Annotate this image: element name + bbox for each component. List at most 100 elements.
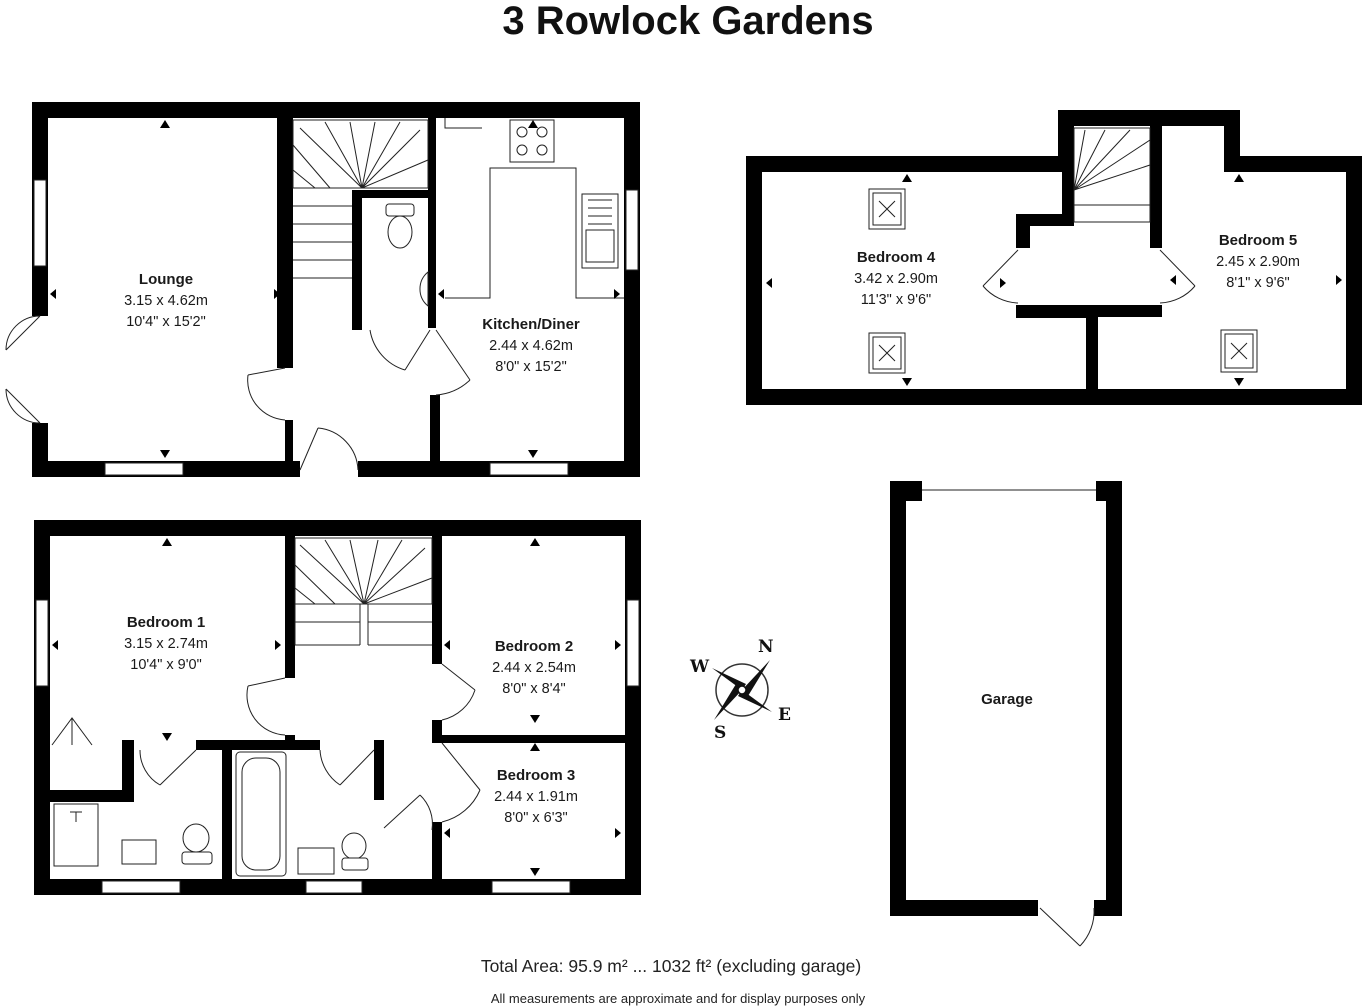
- bedroom4-metric: 3.42 x 2.90m: [854, 271, 938, 287]
- door: [1159, 249, 1196, 304]
- wall: [890, 481, 906, 916]
- window: [625, 189, 639, 271]
- compass: N E S W: [689, 637, 791, 743]
- lounge-imperial: 10'4" x 15'2": [126, 314, 206, 330]
- wall: [352, 190, 362, 330]
- basin: [297, 847, 335, 875]
- wall: [890, 481, 922, 501]
- bedroom3-metric: 2.44 x 1.91m: [494, 789, 578, 805]
- wall: [432, 536, 442, 664]
- window: [491, 880, 571, 894]
- wall: [32, 102, 640, 118]
- wall: [122, 740, 134, 802]
- staircase: [294, 537, 433, 646]
- bedroom2-metric: 2.44 x 2.54m: [492, 660, 576, 676]
- compass-needle-north: [742, 660, 770, 696]
- outer-walls: [746, 110, 1362, 405]
- door: [246, 677, 286, 736]
- lounge-metric: 3.15 x 4.62m: [124, 293, 208, 309]
- compass-needle-east: [738, 690, 772, 712]
- door: [441, 663, 476, 721]
- bedroom5-metric: 2.45 x 2.90m: [1216, 254, 1300, 270]
- window: [104, 462, 184, 476]
- wall: [285, 536, 295, 678]
- compass-n: N: [758, 637, 774, 657]
- wall: [432, 822, 442, 882]
- wall: [432, 720, 442, 740]
- bedroom5-imperial: 8'1" x 9'6": [1226, 275, 1289, 291]
- bedroom1-metric: 3.15 x 2.74m: [124, 636, 208, 652]
- window: [626, 599, 640, 687]
- door: [139, 749, 197, 786]
- kitchen-imperial: 8'0" x 15'2": [495, 359, 566, 375]
- window: [33, 179, 47, 267]
- skylight: [868, 332, 906, 374]
- ground-floor: Lounge 3.15 x 4.62m 10'4" x 15'2" Kitche…: [5, 102, 640, 477]
- wall: [1106, 481, 1122, 916]
- skylight: [1220, 329, 1258, 373]
- window: [489, 462, 569, 476]
- toilet: [341, 832, 369, 871]
- bedroom3-imperial: 8'0" x 6'3": [504, 810, 567, 826]
- window: [35, 599, 49, 687]
- kitchen-sink: [581, 193, 619, 269]
- disclaimer: All measurements are approximate and for…: [491, 991, 866, 1006]
- wall: [285, 420, 293, 464]
- bedroom2-name: Bedroom 2: [495, 638, 573, 655]
- wall: [352, 190, 436, 198]
- wall: [1062, 172, 1074, 226]
- kitchen-worktop: [444, 118, 624, 299]
- bedroom1-imperial: 10'4" x 9'0": [130, 657, 201, 673]
- door: [383, 794, 433, 831]
- wall: [1016, 214, 1074, 226]
- garage: Garage: [890, 481, 1122, 947]
- french-doors: [5, 315, 41, 424]
- front-door: [299, 427, 359, 471]
- wall: [430, 395, 440, 463]
- wall: [625, 520, 641, 895]
- wall: [196, 740, 320, 750]
- dimension-markers: [50, 120, 620, 458]
- wall: [277, 118, 293, 368]
- garage-name: Garage: [981, 691, 1033, 708]
- bedroom5-name: Bedroom 5: [1219, 232, 1297, 249]
- compass-needle-south: [714, 684, 742, 720]
- page-title: 3 Rowlock Gardens: [502, 0, 873, 43]
- kitchen-name: Kitchen/Diner: [482, 316, 580, 333]
- wall: [374, 740, 384, 800]
- wall: [890, 900, 1038, 916]
- side-door: [1039, 907, 1095, 947]
- window: [101, 880, 181, 894]
- door: [982, 249, 1019, 304]
- wall: [222, 745, 232, 879]
- wall: [50, 790, 134, 802]
- wall: [1086, 305, 1098, 391]
- compass-w: W: [689, 657, 710, 677]
- bedroom4-imperial: 11'3" x 9'6": [861, 292, 931, 308]
- wall: [34, 520, 50, 895]
- door: [441, 742, 481, 823]
- wall: [428, 118, 436, 328]
- compass-s: S: [714, 723, 726, 743]
- basin: [419, 270, 429, 308]
- compass-ring: [715, 663, 769, 717]
- door: [247, 367, 286, 421]
- bedroom3-name: Bedroom 3: [497, 767, 575, 784]
- wardrobe-doors: [51, 717, 93, 746]
- wall: [285, 735, 295, 743]
- compass-e: E: [778, 705, 791, 725]
- toilet: [181, 823, 213, 865]
- bedroom4-name: Bedroom 4: [857, 249, 936, 266]
- kitchen-metric: 2.44 x 4.62m: [489, 338, 573, 354]
- wall: [1094, 900, 1122, 916]
- second-floor: Bedroom 4 3.42 x 2.90m 11'3" x 9'6" Bedr…: [746, 110, 1362, 405]
- toilet: [385, 203, 415, 249]
- wall: [1096, 481, 1122, 501]
- door: [435, 329, 471, 396]
- staircase: [292, 119, 429, 279]
- shower-head: [70, 811, 82, 822]
- wall: [624, 102, 640, 477]
- door: [369, 329, 431, 371]
- basin: [121, 839, 157, 865]
- skylight: [868, 188, 906, 230]
